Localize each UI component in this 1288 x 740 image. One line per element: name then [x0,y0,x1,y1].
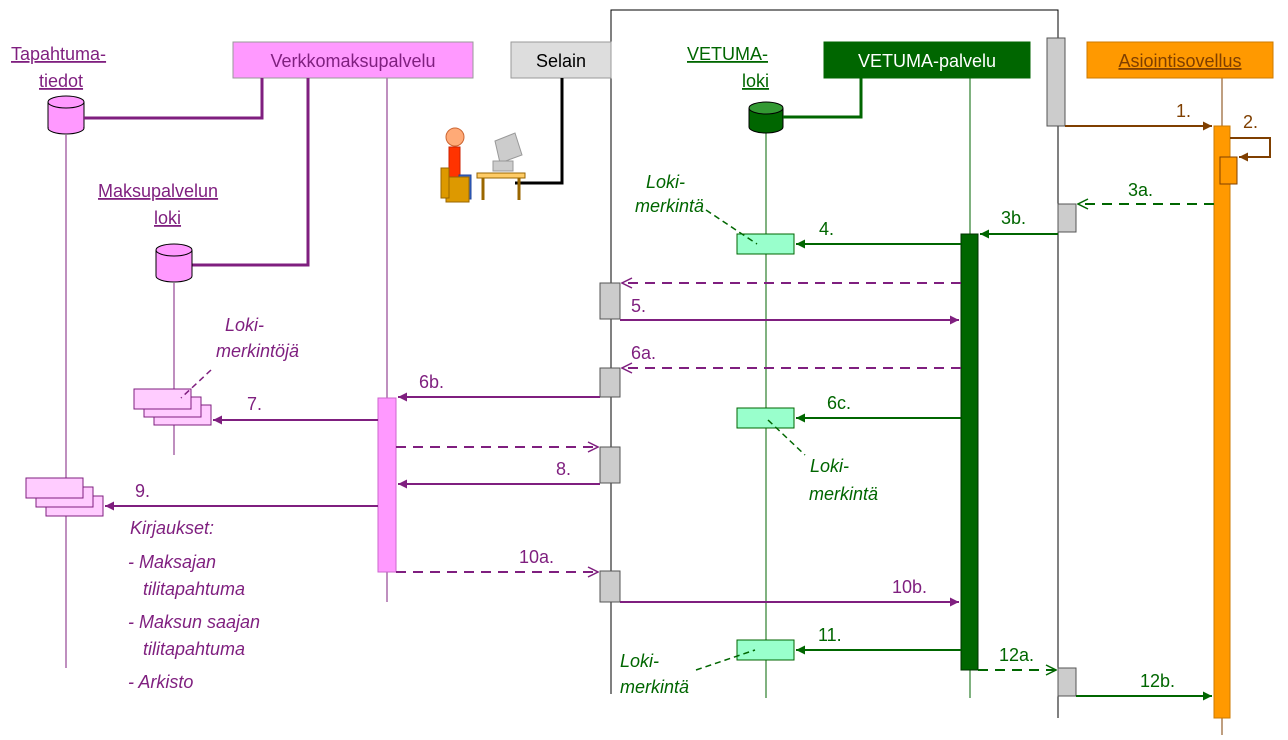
msg-label-5: 5. [631,296,646,316]
kirjaukset-item1-line1: - Maksajan [128,552,216,572]
selain-label: Selain [536,51,586,71]
database-icon [48,96,84,134]
msg-label-10b: 10b. [892,577,927,597]
arrow-2 [1230,138,1270,157]
kirjaukset-item2-line2: tilitapahtuma [143,639,245,659]
vetuma-log-entry-6c [737,408,794,428]
selain-to-user-connector [515,78,562,183]
participant-vetuma-palvelu: VETUMA-palvelu [824,42,1030,78]
maksupalvelun-loki-label-line1: Maksupalvelun [98,181,218,201]
note-loki3-line1: Loki- [810,456,849,476]
note-loki3-line2: merkintä [809,484,878,504]
participant-tapahtumatiedot: Tapahtuma- tiedot [11,44,106,134]
msg-label-12b: 12b. [1140,671,1175,691]
verkkomaksupalvelu-to-loki-connector [192,78,308,265]
msg-label-1: 1. [1176,101,1191,121]
activation-selain-8 [600,447,620,483]
activation-verkkomaksupalvelu [378,398,396,572]
database-icon [156,244,192,282]
vetuma-log-entry-4 [737,234,794,254]
vetuma-palvelu-label: VETUMA-palvelu [858,51,996,71]
activation-selain-6 [600,368,620,397]
msg-label-12a: 12a. [999,645,1034,665]
tapahtumatiedot-label-line1: Tapahtuma- [11,44,106,64]
note-loki4-line1: Loki- [620,651,659,671]
msg-label-6a: 6a. [631,343,656,363]
vetuma-log-entry-11 [737,640,794,660]
activation-boundary-3b [1058,204,1076,232]
note-loki2-line1: Loki- [225,315,264,335]
vetuma-loki-label-line2: loki [742,71,769,91]
log-entries-stack-icon [134,389,211,425]
msg-label-7: 7. [247,394,262,414]
note-loki1-line1: Loki- [646,172,685,192]
note-loki1-line2: merkintä [635,196,704,216]
activation-vetuma-palvelu [961,234,978,670]
msg-label-6c: 6c. [827,393,851,413]
maksupalvelun-loki-label-line2: loki [154,208,181,228]
msg-label-10a: 10a. [519,547,554,567]
msg-label-4: 4. [819,219,834,239]
msg-label-6b: 6b. [419,372,444,392]
msg-label-8: 8. [556,459,571,479]
kirjaukset-list: Kirjaukset: - Maksajan tilitapahtuma - M… [128,518,260,692]
note-loki4-line2: merkintä [620,677,689,697]
activation-asiointisovellus [1214,126,1230,718]
msg-label-2: 2. [1243,112,1258,132]
tapahtumatiedot-label-line2: tiedot [39,71,83,91]
msg-label-3a: 3a. [1128,180,1153,200]
lifelines [66,78,1222,735]
msg-label-9: 9. [135,481,150,501]
participant-maksupalvelun-loki: Maksupalvelun loki [98,181,218,282]
transaction-entries-stack-icon [26,478,103,516]
database-icon [749,102,783,133]
participant-vetuma-loki: VETUMA- loki [687,44,783,133]
kirjaukset-title: Kirjaukset: [130,518,214,538]
participant-asiointisovellus: Asiointisovellus [1087,42,1273,78]
activation-boundary-top [1047,38,1065,126]
msg-label-3b: 3b. [1001,208,1026,228]
activation-selain-5 [600,283,620,319]
asiointisovellus-label: Asiointisovellus [1118,51,1241,71]
verkkomaksupalvelu-label: Verkkomaksupalvelu [270,51,435,71]
participant-verkkomaksupalvelu: Verkkomaksupalvelu [233,42,473,78]
user-at-computer-icon [441,128,525,202]
participant-selain: Selain [511,42,611,78]
kirjaukset-item1-line2: tilitapahtuma [143,579,245,599]
msg-label-11: 11. [818,625,842,645]
verkkomaksupalvelu-to-tapahtumatiedot-connector [84,78,262,118]
activation-selain-10 [600,571,620,602]
activation-boundary-12 [1058,668,1076,696]
activation-asiointisovellus-self [1220,157,1237,184]
kirjaukset-item2-line1: - Maksun saajan [128,612,260,632]
vetuma-palvelu-to-loki-connector [783,78,861,117]
note-loki2-line2: merkintöjä [216,341,299,361]
kirjaukset-item3: - Arkisto [128,672,193,692]
vetuma-loki-label-line1: VETUMA- [687,44,768,64]
